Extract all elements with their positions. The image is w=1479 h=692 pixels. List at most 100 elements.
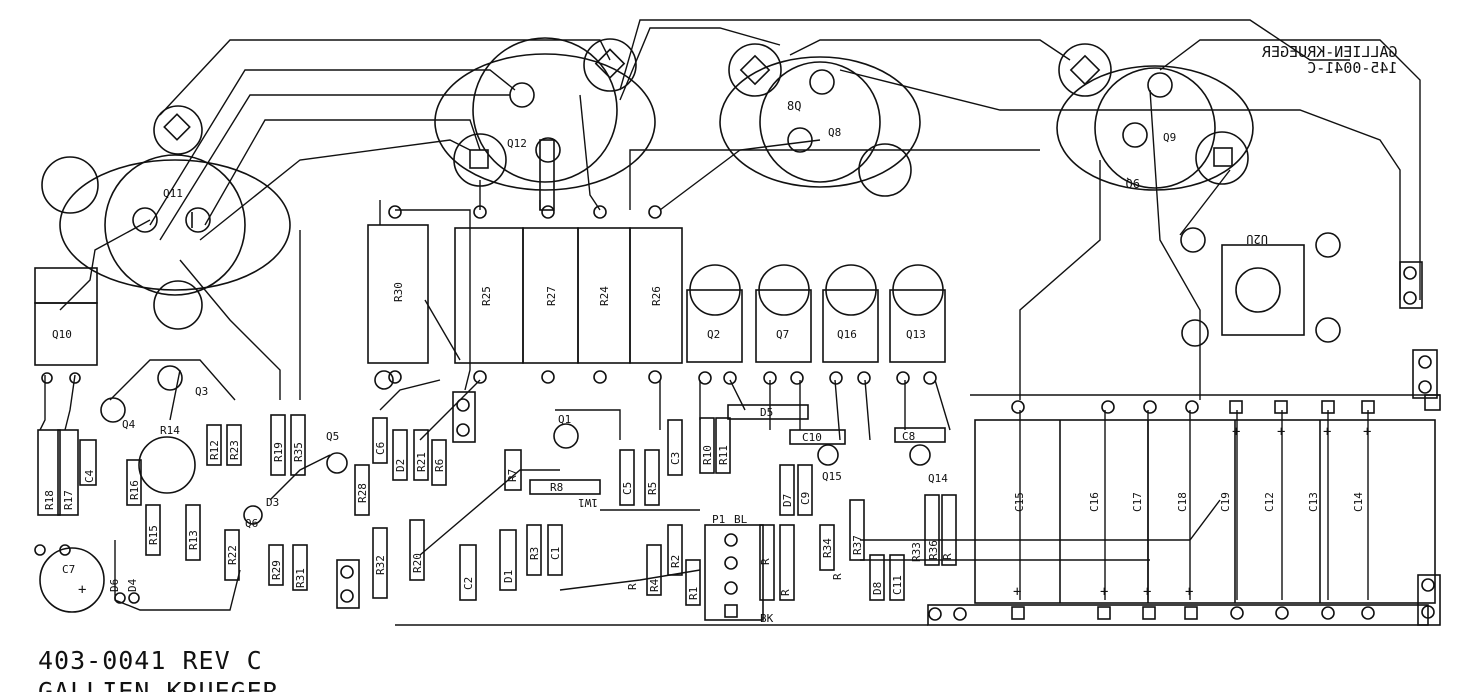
label-r-4: R (831, 573, 844, 580)
q9-outline (1056, 43, 1254, 191)
label-c7: C7 (62, 563, 75, 576)
label-q9-mirror: 9Q (1126, 176, 1140, 190)
label-r2: R2 (669, 555, 682, 568)
label-r19: R19 (272, 442, 285, 462)
label-bk: BK (760, 612, 774, 625)
label-r26: R26 (650, 286, 663, 306)
q10-outline (34, 267, 98, 366)
label-r16: R16 (128, 480, 141, 500)
label-c12: C12 (1263, 492, 1276, 512)
label-r-3: R (626, 583, 639, 590)
label-q3: Q3 (195, 385, 208, 398)
label-d6: D6 (108, 579, 121, 592)
label-r31: R31 (294, 568, 307, 588)
label-r15: R15 (147, 525, 160, 545)
label-d3: D3 (266, 496, 279, 509)
label-u2u: U2U (1246, 232, 1268, 246)
label-r13: R13 (187, 530, 200, 550)
label-c4: C4 (83, 469, 96, 483)
label-q8-mirror: 8Q (787, 99, 801, 113)
label-q13: Q13 (906, 328, 926, 341)
label-r28: R28 (356, 483, 369, 503)
label-c12-plus: + (1277, 424, 1285, 440)
label-q4: Q4 (122, 418, 136, 431)
label-d7: D7 (781, 494, 794, 507)
label-q7: Q7 (776, 328, 789, 341)
label-q6: Q6 (245, 517, 258, 530)
label-c6: C6 (374, 442, 387, 455)
maker-name: GALLIEN-KRUEGER (38, 678, 279, 692)
label-q9: Q9 (1163, 131, 1176, 144)
label-r20: R20 (411, 553, 424, 573)
label-r8: R8 (550, 481, 563, 494)
label-q2: Q2 (707, 328, 720, 341)
label-q8: Q8 (828, 126, 841, 139)
label-r1: R1 (687, 587, 700, 600)
label-c13-plus: + (1323, 424, 1331, 440)
label-r4: R4 (648, 578, 661, 592)
label-q5: Q5 (326, 430, 339, 443)
label-c15-plus: + (1013, 584, 1021, 600)
u2u-outline (1180, 227, 1341, 347)
label-r-1: R (759, 558, 772, 565)
q12-outline (434, 37, 656, 211)
label-c9: C9 (799, 492, 812, 505)
label-r24: R24 (598, 286, 611, 306)
label-c16-plus: + (1100, 584, 1108, 600)
label-c17-plus: + (1143, 584, 1151, 600)
label-r36: R36 (927, 540, 940, 560)
label-d5: D5 (760, 406, 773, 419)
label-c13: C13 (1307, 492, 1320, 512)
label-r11: R11 (717, 445, 730, 465)
label-p1: P1 (712, 513, 725, 526)
label-r5: R5 (646, 482, 659, 495)
label-c15: C15 (1013, 492, 1026, 512)
label-c10: C10 (802, 431, 822, 444)
label-r25: R25 (480, 286, 493, 306)
label-r17: R17 (62, 490, 75, 510)
label-one-w: 1W1 (578, 496, 598, 509)
label-r27: R27 (545, 286, 558, 306)
board-number: 403-0041 REV C (38, 646, 263, 675)
label-d1: D1 (502, 570, 515, 583)
label-r-2: R (779, 589, 792, 596)
label-r12: R12 (208, 440, 221, 460)
label-r30: R30 (392, 282, 405, 302)
label-q10: Q10 (52, 328, 72, 341)
label-q12: Q12 (507, 137, 527, 150)
label-c19: C19 (1219, 492, 1232, 512)
label-q16: Q16 (837, 328, 857, 341)
label-c3: C3 (669, 452, 682, 465)
label-r33: R33 (910, 542, 923, 562)
label-c1: C1 (549, 547, 562, 560)
label-c14-plus: + (1363, 424, 1371, 440)
label-r21: R21 (415, 452, 428, 472)
label-r3: R3 (528, 547, 541, 560)
label-r35: R35 (292, 442, 305, 462)
power-resistors (367, 224, 683, 364)
label-r37: R37 (851, 535, 864, 555)
traces (39, 19, 1440, 626)
label-c8: C8 (902, 430, 915, 443)
label-r18: R18 (43, 490, 56, 510)
label-q11: Q11 (163, 187, 183, 200)
label-c16: C16 (1088, 492, 1101, 512)
mirrored-brand-name: GALLIEN-KRUEGER (1262, 43, 1398, 61)
label-d4: D4 (126, 578, 139, 592)
label-c17: C17 (1131, 492, 1144, 512)
label-r14: R14 (160, 424, 180, 437)
label-r29: R29 (270, 560, 283, 580)
pads (34, 205, 1435, 621)
label-r6: R6 (433, 459, 446, 472)
label-c11: C11 (891, 575, 904, 595)
label-c14: C14 (1352, 492, 1365, 512)
label-r-5: R (941, 553, 954, 560)
label-r7: R7 (506, 469, 519, 482)
label-bl: BL (734, 513, 748, 526)
label-c18: C18 (1176, 492, 1189, 512)
label-q14: Q14 (928, 472, 948, 485)
small-components (37, 261, 1441, 626)
filter-capacitors (927, 419, 1436, 626)
label-r23: R23 (228, 440, 241, 460)
mirrored-brand-header: GALLIEN-KRUEGER 145-0041-C (1262, 43, 1398, 77)
